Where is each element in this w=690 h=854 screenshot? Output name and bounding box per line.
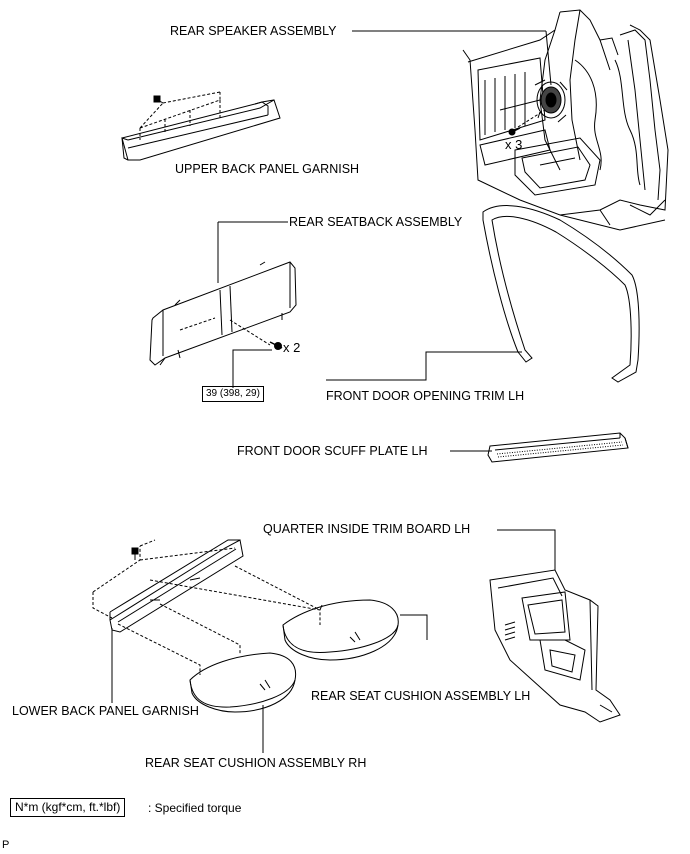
- label-front-door-scuff-plate: FRONT DOOR SCUFF PLATE LH: [237, 444, 428, 458]
- rear-seat-cushion-lh-leader: [400, 614, 428, 640]
- corner-code: P: [2, 839, 10, 851]
- qty-seatback-bolts: x 2: [283, 340, 301, 355]
- label-front-door-opening-trim: FRONT DOOR OPENING TRIM LH: [326, 389, 525, 403]
- label-lower-back-panel-garnish: LOWER BACK PANEL GARNISH: [12, 704, 199, 718]
- torque-leader: [232, 349, 272, 388]
- front-door-trim-leader: [326, 351, 522, 381]
- torque-value-box: 39 (398, 29): [202, 386, 264, 402]
- speaker-screw-icon: [508, 127, 521, 136]
- label-rear-seat-cushion-lh: REAR SEAT CUSHION ASSEMBLY LH: [311, 689, 531, 703]
- clip-icon: [131, 547, 139, 560]
- label-upper-back-panel-garnish: UPPER BACK PANEL GARNISH: [175, 162, 360, 176]
- lower-back-panel-garnish-drawing: [92, 539, 321, 675]
- quarter-trim-leader: [497, 529, 556, 570]
- upper-back-panel-garnish-drawing: [121, 91, 281, 161]
- label-rear-seat-cushion-rh: REAR SEAT CUSHION ASSEMBLY RH: [145, 756, 367, 770]
- clip-icon: [153, 95, 161, 103]
- rear-speaker-leader-pointer: [545, 30, 552, 86]
- label-quarter-inside-trim-board: QUARTER INSIDE TRIM BOARD LH: [263, 522, 471, 536]
- rear-seat-cushion-lh-drawing: [282, 599, 399, 661]
- rear-seat-cushion-rh-drawing: [189, 652, 297, 713]
- label-rear-speaker-assembly: REAR SPEAKER ASSEMBLY: [170, 24, 337, 38]
- label-rear-seatback-assembly: REAR SEATBACK ASSEMBLY: [289, 215, 463, 229]
- rear-speaker-assembly-drawing: [462, 9, 669, 231]
- quarter-inside-trim-board-drawing: [489, 569, 621, 723]
- qty-speaker-screws: x 3: [505, 137, 523, 152]
- rear-seatback-assembly-drawing: [149, 261, 297, 366]
- legend-description: : Specified torque: [148, 801, 242, 815]
- front-door-opening-trim-drawing: [482, 205, 640, 383]
- front-door-scuff-plate-drawing: [487, 432, 629, 463]
- legend-torque-box: N*m (kgf*cm, ft.*lbf): [10, 798, 126, 817]
- seatback-bolt-icon: [269, 341, 283, 350]
